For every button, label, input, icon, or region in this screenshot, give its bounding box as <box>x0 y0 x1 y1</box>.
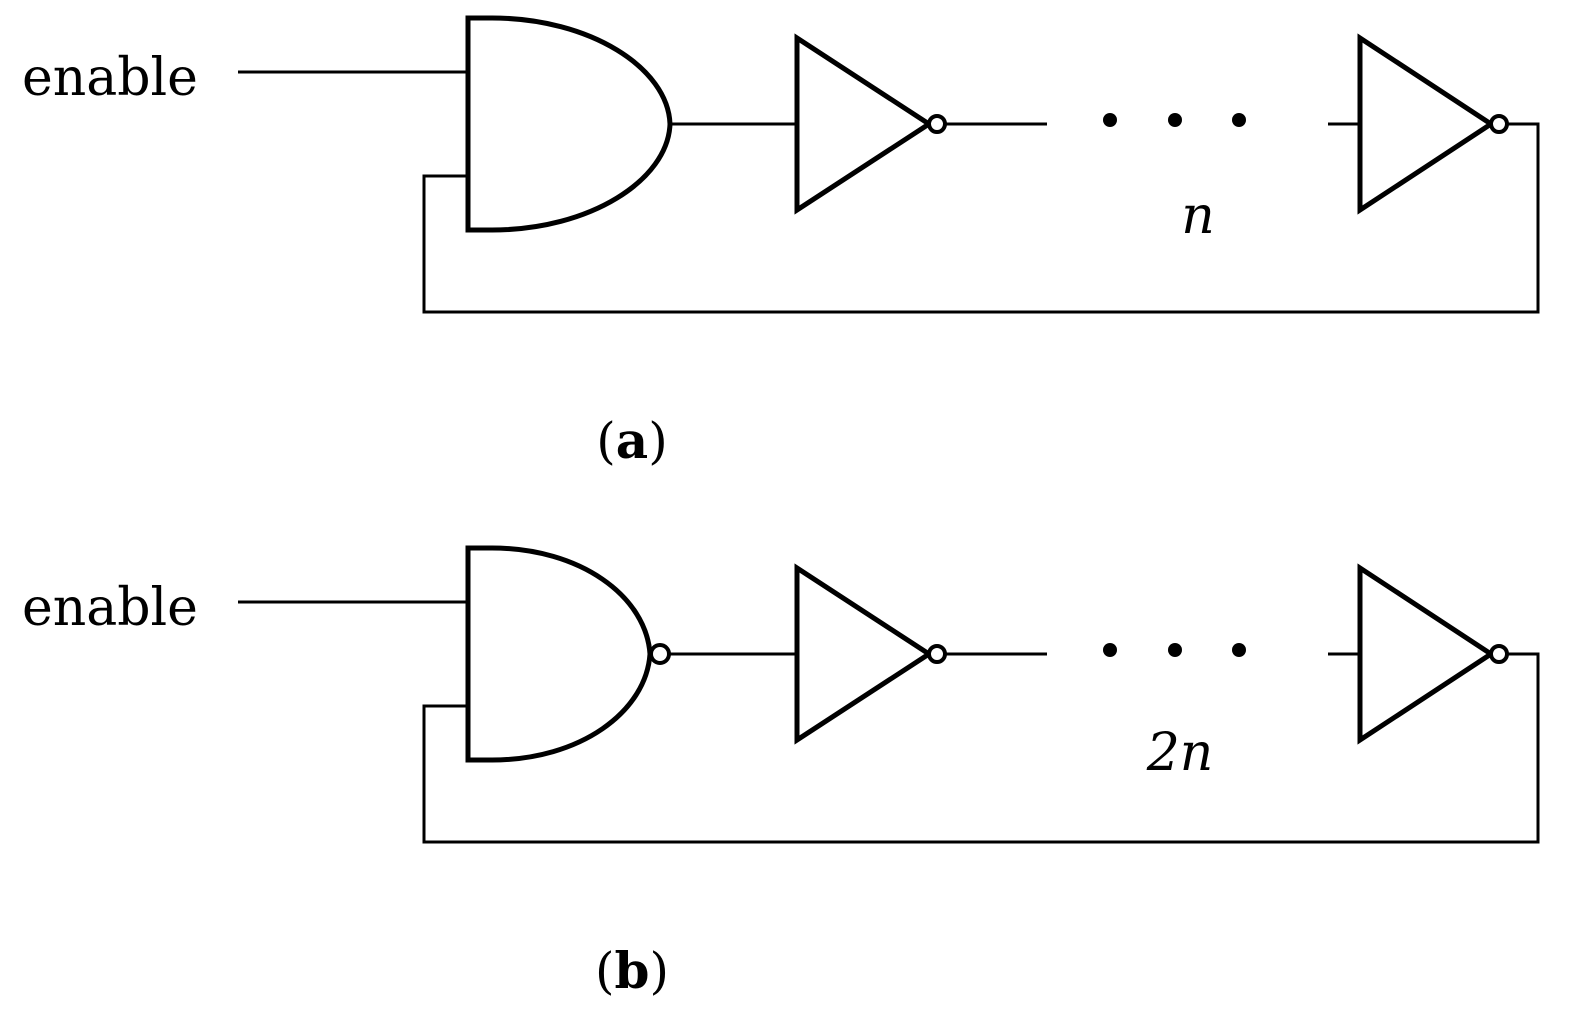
inverter-first-a <box>794 33 934 215</box>
enable-label-a: enable <box>22 48 198 108</box>
inverter-last-a <box>1357 33 1496 215</box>
ellipsis-dot-1-b <box>1103 643 1117 657</box>
caption-b: (b) <box>595 941 669 1000</box>
inverter-last-b <box>1357 563 1496 745</box>
nand-bubble <box>649 643 671 665</box>
inverter-first-b <box>794 563 934 745</box>
caption-a: (a) <box>596 411 667 470</box>
inverter-bubble-first-b <box>927 644 947 664</box>
inverter-bubble-first-a <box>927 114 947 134</box>
stage-count-label-a: n <box>1181 186 1215 246</box>
and-gate <box>465 15 673 233</box>
panel-a: enable n (a) <box>22 15 1540 470</box>
nand-gate <box>465 545 653 763</box>
ellipsis-dot-3-b <box>1232 643 1246 657</box>
panel-b: enable 2n (b) <box>22 545 1540 1000</box>
feedback-wire-a <box>422 122 1540 314</box>
feedback-wire-b <box>422 652 1540 844</box>
inverter-bubble-last-a <box>1489 114 1509 134</box>
enable-label-b: enable <box>22 578 198 638</box>
stage-count-label-b: 2n <box>1146 723 1214 783</box>
ellipsis-dot-2-a <box>1168 113 1182 127</box>
ellipsis-dot-3-a <box>1232 113 1246 127</box>
inverter-bubble-last-b <box>1489 644 1509 664</box>
ellipsis-dot-2-b <box>1168 643 1182 657</box>
ellipsis-dot-1-a <box>1103 113 1117 127</box>
